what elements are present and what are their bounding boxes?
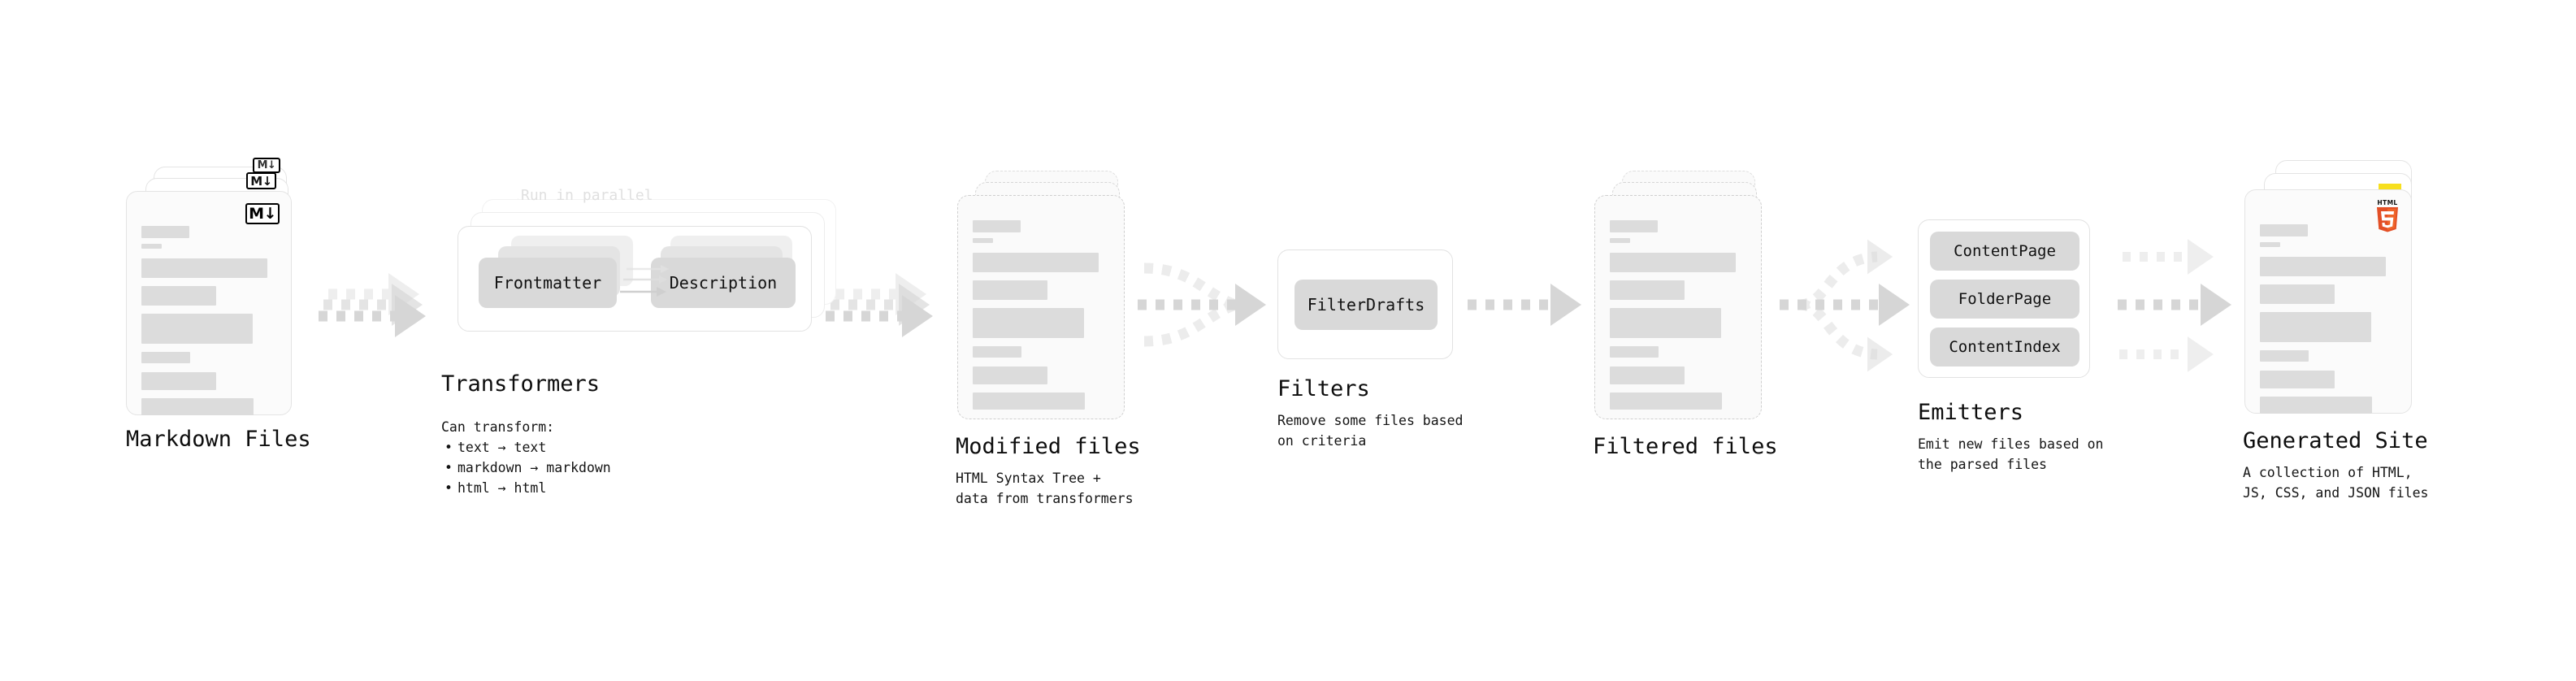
skeleton-line <box>141 286 216 306</box>
skeleton-line <box>973 220 1021 232</box>
pill-folderpage[interactable]: FolderPage <box>1930 280 2079 319</box>
modified-skeleton-lines <box>973 220 1109 415</box>
stage-filtered-files: Filtered files <box>1593 171 1798 459</box>
skeleton-line <box>973 367 1047 384</box>
modified-card-front <box>957 195 1125 419</box>
skeleton-line <box>2260 397 2372 414</box>
transform-type-item: html → html <box>445 478 718 498</box>
stage-title-markdown-files: Markdown Files <box>126 427 311 452</box>
filtered-card-front <box>1594 195 1762 419</box>
skeleton-line <box>2260 257 2386 276</box>
pill-contentpage[interactable]: ContentPage <box>1930 232 2079 271</box>
run-in-parallel-note: Run in parallel <box>521 187 653 204</box>
markdown-skeleton-lines <box>141 226 276 421</box>
skeleton-line <box>2260 371 2335 388</box>
skeleton-line <box>1610 367 1685 384</box>
transform-types-list: text → text markdown → markdown html → h… <box>441 437 718 498</box>
skeleton-line <box>973 280 1047 300</box>
transform-type-item: text → text <box>445 437 718 458</box>
skeleton-line <box>2260 242 2280 247</box>
stage-title-transformers: Transformers <box>441 371 601 397</box>
stage-desc-filters: Remove some files based on criteria <box>1277 413 1464 449</box>
transform-type-item: markdown → markdown <box>445 458 718 478</box>
skeleton-line <box>141 314 253 344</box>
stage-modified-files: Modified files HTML Syntax Tree + data f… <box>956 171 1160 506</box>
skeleton-line <box>2260 350 2309 362</box>
stage-title-filtered-files: Filtered files <box>1593 434 1778 459</box>
filtered-skeleton-lines <box>1610 220 1746 415</box>
stage-desc-modified-files: HTML Syntax Tree + data from transformer… <box>956 471 1134 507</box>
skeleton-line <box>141 244 162 249</box>
emitters-group-box: ContentPage FolderPage ContentIndex <box>1918 219 2090 378</box>
skeleton-line <box>973 346 1021 358</box>
markdown-icon: M↓ <box>245 203 280 224</box>
skeleton-line <box>2260 224 2308 236</box>
stage-title-generated-site: Generated Site <box>2243 428 2428 453</box>
skeleton-line <box>2260 284 2335 304</box>
can-transform-heading: Can transform: <box>441 419 555 435</box>
stage-transformers: Frontmatter Description Frontmatter Desc… <box>441 187 865 498</box>
skeleton-line <box>1610 253 1736 272</box>
skeleton-line <box>2260 312 2371 342</box>
stage-desc-transformers: Can transform: text → text markdown → ma… <box>441 417 718 498</box>
skeleton-line <box>1610 238 1630 243</box>
skeleton-line <box>973 238 993 243</box>
skeleton-line <box>141 226 189 238</box>
site-card-front: HTML <box>2244 189 2412 414</box>
pill-contentindex[interactable]: ContentIndex <box>1930 327 2079 367</box>
svg-text:HTML: HTML <box>2377 199 2397 206</box>
markdown-icon-back-1: M↓ <box>246 172 276 189</box>
skeleton-line <box>1610 308 1721 338</box>
skeleton-line <box>141 258 267 278</box>
pill-filterdrafts[interactable]: FilterDrafts <box>1295 280 1438 330</box>
stage-generated-site: CSS HTML <box>2243 160 2472 501</box>
stage-filters: FilterDrafts Filters Remove some files b… <box>1277 249 1554 461</box>
stage-title-modified-files: Modified files <box>956 434 1141 459</box>
markdown-icon-back-2: M↓ <box>253 158 280 173</box>
stage-title-filters: Filters <box>1277 376 1370 401</box>
markdown-card-front: M↓ <box>126 191 292 415</box>
skeleton-line <box>141 398 254 415</box>
site-skeleton-lines <box>2260 224 2396 419</box>
skeleton-line <box>973 308 1084 338</box>
skeleton-line <box>1610 220 1658 232</box>
stage-desc-generated-site: A collection of HTML, JS, CSS, and JSON … <box>2243 465 2429 501</box>
skeleton-line <box>1610 346 1659 358</box>
stage-emitters: ContentPage FolderPage ContentIndex Emit… <box>1918 219 2227 472</box>
skeleton-line <box>973 393 1085 410</box>
skeleton-line <box>1610 393 1722 410</box>
pill-frontmatter[interactable]: Frontmatter <box>479 258 617 308</box>
stage-markdown-files: M↓ M↓ M↓ Markdown Files <box>126 158 329 452</box>
html5-icon: HTML <box>2374 198 2401 232</box>
filters-group-box: FilterDrafts <box>1277 249 1453 359</box>
skeleton-line <box>1610 280 1685 300</box>
arrow-filtered-to-emitters <box>1780 239 1910 372</box>
stage-desc-emitters: Emit new files based on the parsed files <box>1918 436 2104 473</box>
skeleton-line <box>141 352 190 363</box>
arrow-markdown-to-transformers <box>319 273 426 337</box>
stage-title-emitters: Emitters <box>1918 400 2024 425</box>
skeleton-line <box>973 253 1099 272</box>
skeleton-line <box>141 372 216 390</box>
pill-description[interactable]: Description <box>651 258 796 308</box>
